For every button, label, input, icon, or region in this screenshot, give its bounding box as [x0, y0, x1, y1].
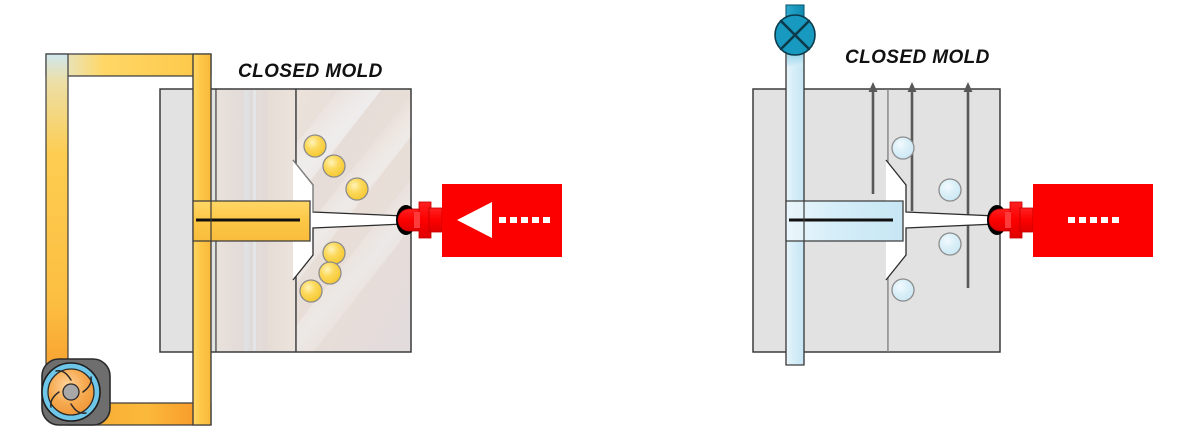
callout-dashes	[1068, 217, 1119, 223]
left-panel: CLOSED MOLD	[41, 53, 562, 426]
shutoff-valve[interactable]	[774, 4, 816, 56]
air-bubble	[938, 178, 962, 202]
water-downpipe	[785, 29, 805, 366]
pump-blades	[50, 370, 92, 414]
left-resin-circuit	[45, 53, 311, 426]
right-panel: CLOSED MOLD	[752, 4, 1153, 366]
nozzle-collar	[414, 212, 420, 228]
resin-bubble	[322, 241, 346, 265]
air-bubble	[891, 136, 915, 160]
pump-hub	[62, 383, 80, 401]
resin-bubble	[299, 279, 323, 303]
air-bubble	[891, 278, 915, 302]
left-mold-title: CLOSED MOLD	[238, 61, 383, 82]
left-mold-bubbles	[299, 134, 369, 303]
vent-arrow	[963, 82, 973, 288]
right-injection-nozzle[interactable]	[987, 201, 1034, 239]
left-injection-nozzle[interactable]	[396, 201, 443, 239]
callout-dashes	[499, 217, 550, 223]
nozzle-nut	[1019, 207, 1034, 233]
circuit-left-pipe	[45, 53, 69, 389]
vent-arrow	[868, 82, 878, 194]
circuit-top-pipe	[45, 53, 212, 77]
left-pressure-callout[interactable]	[442, 184, 562, 257]
right-mold-bubbles	[891, 136, 962, 302]
resin-bubble	[318, 261, 342, 285]
valve-closed-cross-icon	[779, 19, 811, 51]
right-mold-title: CLOSED MOLD	[845, 47, 990, 68]
callout-arrow-icon	[457, 202, 492, 238]
right-pressure-callout[interactable]	[1033, 184, 1153, 257]
resin-bubble	[345, 177, 369, 201]
nozzle-collar	[1005, 212, 1011, 228]
nozzle-nut	[428, 207, 443, 233]
resin-bubble	[322, 154, 346, 178]
resin-bubble	[303, 134, 327, 158]
air-bubble	[938, 232, 962, 256]
circulation-pump[interactable]	[41, 358, 111, 426]
